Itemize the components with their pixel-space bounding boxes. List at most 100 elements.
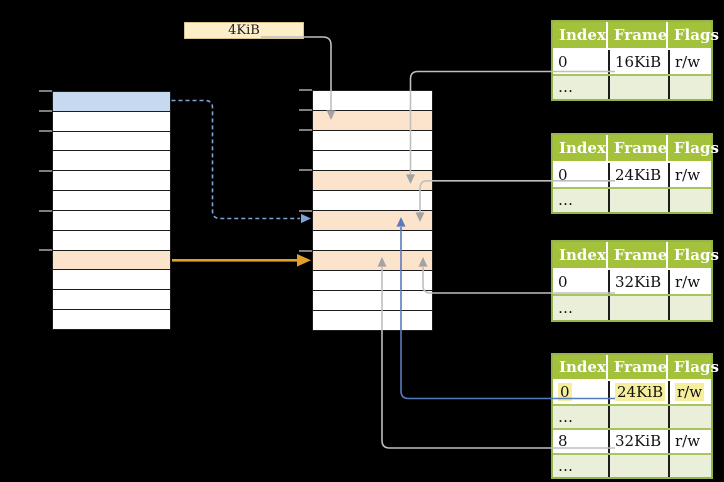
column-header-index: Index bbox=[559, 26, 606, 44]
cell-flags bbox=[668, 296, 711, 320]
physical-memory-row bbox=[313, 170, 432, 190]
address-tick bbox=[299, 129, 312, 132]
cell-flags bbox=[668, 188, 711, 212]
physical-memory-row bbox=[313, 290, 432, 310]
cell-index: 0 bbox=[553, 381, 608, 404]
physical-memory-row bbox=[313, 130, 432, 150]
address-tick bbox=[299, 249, 312, 252]
physical-memory-row bbox=[313, 270, 432, 290]
column-header-flags: Flags bbox=[665, 135, 719, 161]
cell-index: 8 bbox=[558, 432, 568, 451]
table-row: 0 24KiB r/w bbox=[553, 161, 711, 187]
virtual-lookup-arrowhead-icon bbox=[301, 213, 311, 224]
address-tick bbox=[39, 90, 52, 92]
virtual-memory-row bbox=[53, 130, 170, 151]
column-header-frame: Frame bbox=[605, 135, 667, 161]
cell-index: … bbox=[558, 407, 573, 426]
cell-index: … bbox=[558, 299, 573, 317]
virtual-memory-row bbox=[53, 269, 170, 290]
table-row-ellipsis: … bbox=[553, 73, 711, 99]
cell-frame bbox=[608, 296, 668, 320]
physical-memory-row bbox=[313, 110, 432, 130]
page-table-4: Index Frame Flags 0 24KiB r/w … 8 32KiB … bbox=[551, 353, 719, 479]
table-row-ellipsis: … bbox=[553, 452, 711, 477]
cell-index: … bbox=[558, 78, 573, 97]
cell-index: 0 bbox=[558, 273, 568, 291]
highlight: r/w bbox=[675, 383, 705, 402]
physical-memory-column bbox=[312, 90, 433, 331]
virtual-memory-row bbox=[53, 92, 170, 111]
column-header-frame: Frame bbox=[605, 22, 667, 48]
physical-memory-row bbox=[313, 210, 432, 230]
cell-flags: r/w bbox=[668, 163, 711, 187]
cell-flags: r/w bbox=[668, 430, 711, 453]
virtual-memory-row bbox=[53, 209, 170, 230]
cell-frame bbox=[608, 405, 668, 428]
page-table-1: Index Frame Flags 0 16KiB r/w … bbox=[551, 20, 719, 101]
virtual-lookup-dashed-line bbox=[171, 99, 300, 220]
cell-frame: 32KiB bbox=[608, 270, 668, 294]
address-tick bbox=[299, 209, 312, 212]
physical-memory-row bbox=[313, 250, 432, 270]
column-header-frame: Frame bbox=[605, 355, 667, 379]
cell-index: … bbox=[558, 191, 573, 210]
address-tick bbox=[39, 129, 52, 132]
virtual-memory-row bbox=[53, 190, 170, 210]
column-header-frame: Frame bbox=[605, 242, 667, 268]
cell-flags: r/w bbox=[668, 270, 711, 294]
table-row-highlighted: 0 24KiB r/w bbox=[553, 379, 711, 404]
cell-frame bbox=[608, 454, 668, 477]
cell-flags bbox=[668, 75, 711, 99]
cell-index: 0 bbox=[558, 52, 568, 71]
cell-frame: 16KiB bbox=[608, 50, 668, 74]
page-table-2-header: Index Frame Flags bbox=[553, 135, 719, 161]
virtual-memory-row bbox=[53, 170, 170, 191]
cell-flags: r/w bbox=[668, 381, 711, 404]
virtual-memory-row bbox=[53, 150, 170, 171]
virtual-memory-row bbox=[53, 289, 170, 310]
virtual-memory-column bbox=[52, 91, 171, 330]
page-table-1-header: Index Frame Flags bbox=[553, 22, 719, 48]
table-row-ellipsis: … bbox=[553, 294, 711, 320]
address-tick bbox=[299, 109, 312, 112]
cell-index: … bbox=[558, 456, 573, 475]
table-row-ellipsis: … bbox=[553, 403, 711, 428]
column-header-index: Index bbox=[559, 358, 606, 376]
cell-frame: 24KiB bbox=[608, 163, 668, 187]
physical-memory-row bbox=[313, 150, 432, 170]
table-row-ellipsis: … bbox=[553, 186, 711, 212]
column-header-flags: Flags bbox=[665, 22, 719, 48]
cell-flags bbox=[668, 405, 711, 428]
page-table-2: Index Frame Flags 0 24KiB r/w … bbox=[551, 133, 719, 214]
virtual-memory-row bbox=[53, 229, 170, 250]
cell-flags bbox=[668, 454, 711, 477]
physical-memory-row bbox=[313, 310, 432, 330]
page-to-frame-arrowhead-icon bbox=[297, 254, 311, 267]
address-tick bbox=[299, 169, 312, 172]
physical-memory-row bbox=[313, 230, 432, 250]
page-table-3-header: Index Frame Flags bbox=[553, 242, 719, 268]
column-header-flags: Flags bbox=[665, 355, 719, 379]
page-size-label: 4KiB bbox=[184, 22, 304, 39]
cell-frame: 32KiB bbox=[608, 430, 668, 453]
column-header-flags: Flags bbox=[665, 242, 719, 268]
table-row: 8 32KiB r/w bbox=[553, 428, 711, 453]
cell-flags: r/w bbox=[668, 50, 711, 74]
page-table-4-header: Index Frame Flags bbox=[553, 355, 719, 379]
address-tick bbox=[39, 249, 52, 252]
column-header-index: Index bbox=[559, 246, 606, 264]
cell-frame: 24KiB bbox=[608, 381, 668, 404]
page-table-3: Index Frame Flags 0 32KiB r/w … bbox=[551, 240, 719, 322]
virtual-memory-row bbox=[53, 309, 170, 329]
cell-frame bbox=[608, 188, 668, 212]
address-tick bbox=[39, 169, 52, 172]
address-tick bbox=[39, 209, 52, 212]
column-header-index: Index bbox=[559, 139, 606, 157]
cell-index: 0 bbox=[558, 165, 568, 184]
physical-memory-row bbox=[313, 91, 432, 110]
address-tick bbox=[299, 89, 312, 91]
address-tick bbox=[39, 109, 52, 112]
highlight: 24KiB bbox=[615, 383, 666, 402]
physical-memory-row bbox=[313, 190, 432, 210]
